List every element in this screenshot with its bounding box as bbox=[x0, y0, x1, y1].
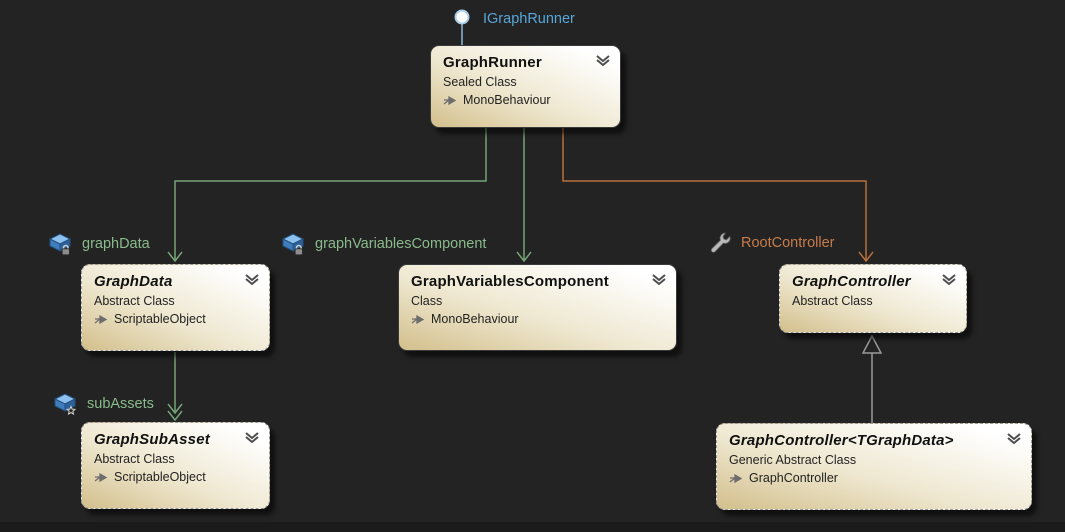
class-base-row: GraphController bbox=[729, 471, 1019, 485]
class-kind: Generic Abstract Class bbox=[729, 453, 857, 467]
association-label-rootcontroller[interactable]: RootController bbox=[708, 230, 835, 256]
association-label-graphvariablescomponent[interactable]: graphVariablesComponent bbox=[280, 231, 486, 257]
wrench-icon bbox=[711, 232, 731, 253]
class-base-type: MonoBehaviour bbox=[431, 312, 519, 326]
class-base-row: MonoBehaviour bbox=[443, 93, 608, 107]
interface-lollipop-icon[interactable] bbox=[454, 9, 470, 47]
class-base-row: ScriptableObject bbox=[94, 312, 257, 326]
class-box-graphvariablescomponent[interactable]: GraphVariablesComponent Class MonoBehavi… bbox=[398, 264, 677, 351]
association-label-text: subAssets bbox=[87, 396, 154, 412]
class-title: GraphSubAsset bbox=[94, 431, 210, 448]
association-label-subassets[interactable]: subAssets bbox=[52, 391, 154, 417]
inherits-arrow-icon bbox=[411, 314, 425, 324]
collapse-chevron-icon[interactable] bbox=[942, 274, 956, 286]
association-connector-subassets[interactable] bbox=[167, 352, 183, 422]
field-lock-icon bbox=[48, 233, 72, 256]
interface-label[interactable]: IGraphRunner bbox=[483, 11, 575, 27]
class-box-graphcontroller[interactable]: GraphController Abstract Class bbox=[779, 264, 967, 333]
class-box-graphcontroller-generic[interactable]: GraphController<TGraphData> Generic Abst… bbox=[716, 423, 1032, 510]
class-kind: Abstract Class bbox=[94, 452, 175, 466]
inherits-arrow-icon bbox=[94, 314, 108, 324]
class-box-graphsubasset[interactable]: GraphSubAsset Abstract Class ScriptableO… bbox=[81, 422, 270, 509]
association-label-text: graphData bbox=[82, 236, 150, 252]
collapse-chevron-icon[interactable] bbox=[245, 274, 259, 286]
class-base-type: ScriptableObject bbox=[114, 470, 206, 484]
inherits-arrow-icon bbox=[94, 472, 108, 482]
collapse-chevron-icon[interactable] bbox=[596, 55, 610, 67]
class-base-row: ScriptableObject bbox=[94, 470, 257, 484]
inherits-arrow-icon bbox=[729, 473, 743, 483]
association-connector-graphvariablescomponent[interactable] bbox=[516, 128, 532, 263]
association-label-text: graphVariablesComponent bbox=[315, 236, 487, 252]
inherits-arrow-icon bbox=[443, 95, 457, 105]
class-title: GraphController<TGraphData> bbox=[729, 432, 954, 449]
class-title: GraphVariablesComponent bbox=[411, 273, 609, 290]
class-base-type: ScriptableObject bbox=[114, 312, 206, 326]
class-base-row: MonoBehaviour bbox=[411, 312, 664, 326]
collapse-chevron-icon[interactable] bbox=[1007, 433, 1021, 445]
class-title: GraphController bbox=[792, 273, 911, 290]
class-title: GraphData bbox=[94, 273, 173, 290]
collapse-chevron-icon[interactable] bbox=[652, 274, 666, 286]
canvas-edge bbox=[0, 522, 1065, 532]
class-box-graphdata[interactable]: GraphData Abstract Class ScriptableObjec… bbox=[81, 264, 270, 351]
class-kind: Class bbox=[411, 294, 443, 308]
association-label-text: RootController bbox=[741, 235, 835, 251]
class-kind: Sealed Class bbox=[443, 75, 517, 89]
association-connector-rootcontroller[interactable] bbox=[562, 128, 874, 263]
field-star-icon bbox=[53, 393, 77, 416]
collapse-chevron-icon[interactable] bbox=[245, 432, 259, 444]
class-base-type: GraphController bbox=[749, 471, 838, 485]
class-kind: Abstract Class bbox=[792, 294, 873, 308]
inheritance-connector[interactable] bbox=[861, 334, 883, 423]
association-label-graphdata[interactable]: graphData bbox=[47, 231, 150, 257]
association-connector-graphdata[interactable] bbox=[167, 128, 487, 263]
class-box-graphrunner[interactable]: GraphRunner Sealed Class MonoBehaviour bbox=[430, 45, 621, 128]
field-lock-icon bbox=[281, 233, 305, 256]
class-title: GraphRunner bbox=[443, 54, 542, 71]
class-base-type: MonoBehaviour bbox=[463, 93, 551, 107]
class-kind: Abstract Class bbox=[94, 294, 175, 308]
